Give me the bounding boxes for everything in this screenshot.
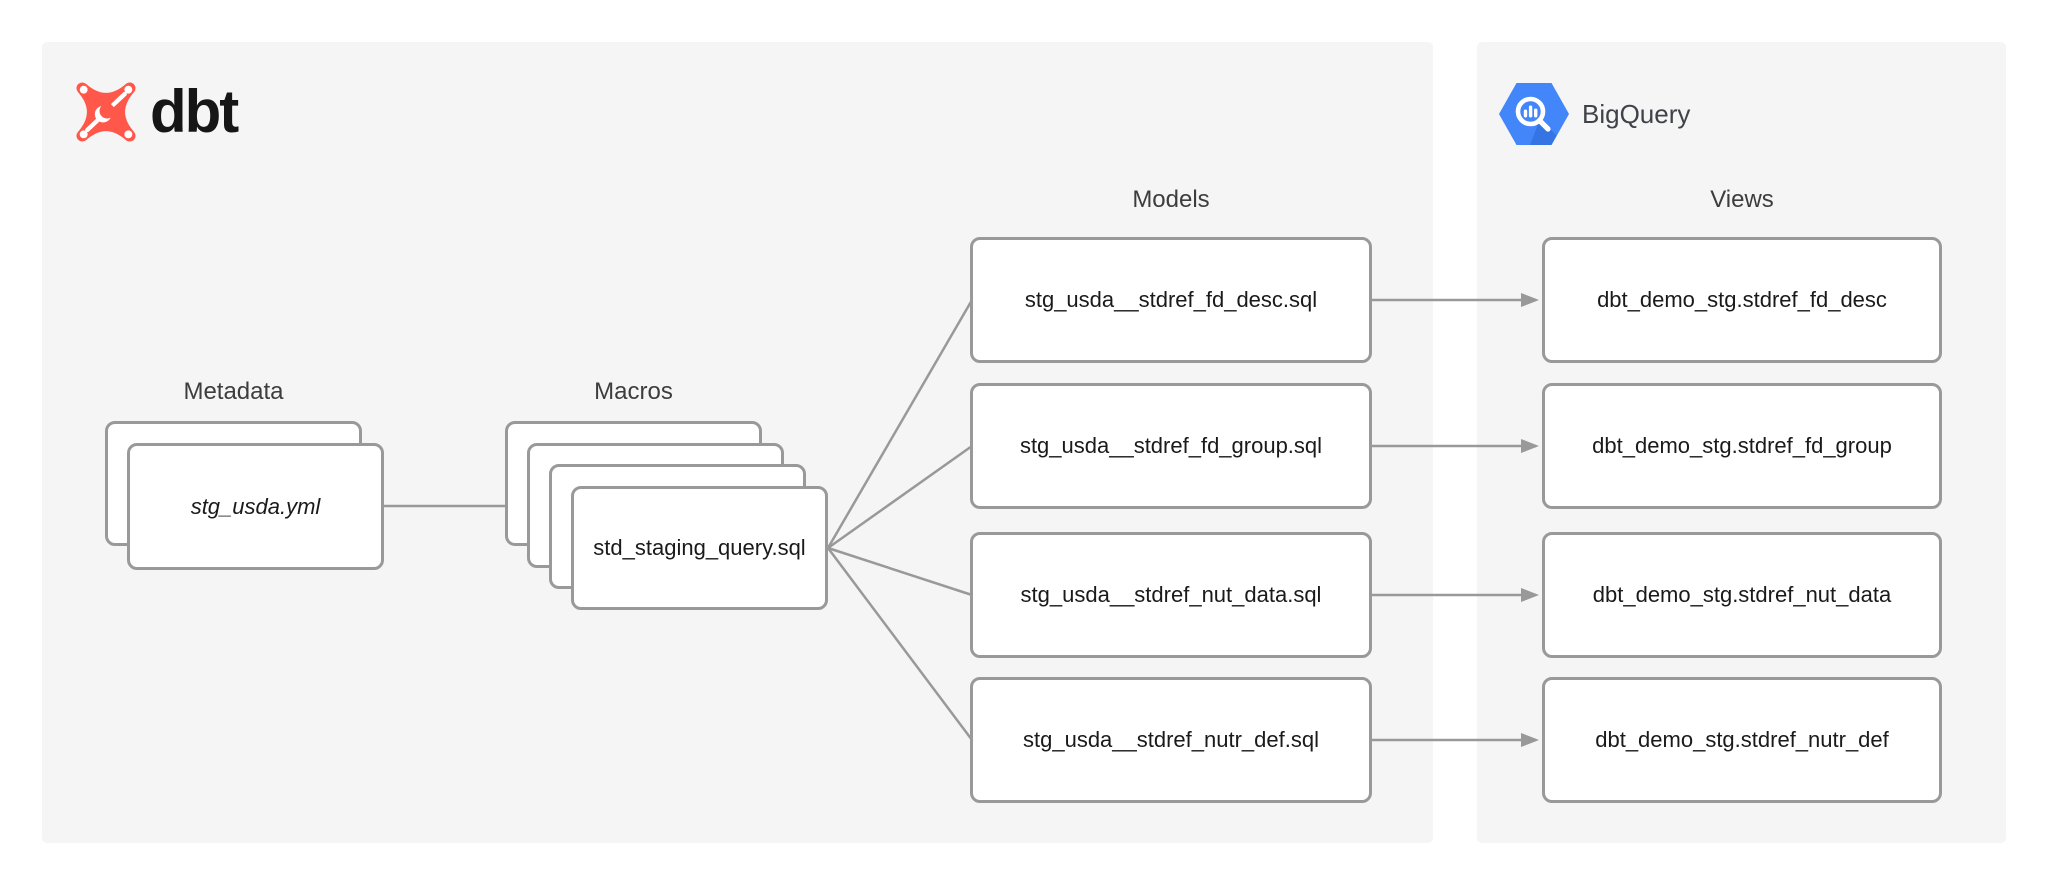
view-card-2: dbt_demo_stg.stdref_fd_group [1542, 383, 1942, 509]
metadata-card: stg_usda.yml [127, 443, 384, 570]
bigquery-icon [1499, 83, 1569, 145]
bigquery-label: BigQuery [1582, 99, 1691, 129]
macro-card: std_staging_query.sql [571, 486, 828, 610]
connector-macro-model-1 [826, 299, 974, 549]
view-card-4: dbt_demo_stg.stdref_nutr_def [1542, 677, 1942, 803]
models-section-label: Models [1132, 186, 1210, 213]
connector-macro-model-3 [827, 546, 973, 597]
model-file-name: stg_usda__stdref_fd_group.sql [1019, 433, 1323, 458]
model-file-name: stg_usda__stdref_nut_data.sql [1020, 582, 1322, 607]
model-card-4: stg_usda__stdref_nutr_def.sql [970, 677, 1372, 803]
model-card-1: stg_usda__stdref_fd_desc.sql [970, 237, 1372, 363]
dbt-logo: dbt [68, 74, 239, 150]
model-file-name: stg_usda__stdref_fd_desc.sql [1024, 287, 1318, 312]
view-card-3: dbt_demo_stg.stdref_nut_data [1542, 532, 1942, 658]
bigquery-logo: BigQuery [1499, 83, 1690, 145]
view-card-1: dbt_demo_stg.stdref_fd_desc [1542, 237, 1942, 363]
view-table-name: dbt_demo_stg.stdref_nut_data [1592, 582, 1892, 607]
connector-macro-model-2 [827, 444, 973, 550]
metadata-file-name: stg_usda.yml [190, 493, 321, 519]
model-file-name: stg_usda__stdref_nutr_def.sql [1023, 727, 1319, 752]
model-card-3: stg_usda__stdref_nut_data.sql [970, 532, 1372, 658]
connector-macro-model-4 [827, 547, 973, 741]
view-table-name: dbt_demo_stg.stdref_nutr_def [1595, 727, 1889, 752]
dbt-wordmark: dbt [150, 78, 239, 145]
model-card-2: stg_usda__stdref_fd_group.sql [970, 383, 1372, 509]
metadata-section-label: Metadata [183, 378, 284, 405]
macro-file-name: std_staging_query.sql [593, 535, 806, 560]
dbt-icon [68, 76, 144, 148]
view-table-name: dbt_demo_stg.stdref_fd_desc [1597, 287, 1887, 312]
view-table-name: dbt_demo_stg.stdref_fd_group [1592, 433, 1892, 458]
macros-section-label: Macros [594, 378, 673, 405]
views-section-label: Views [1710, 186, 1774, 213]
